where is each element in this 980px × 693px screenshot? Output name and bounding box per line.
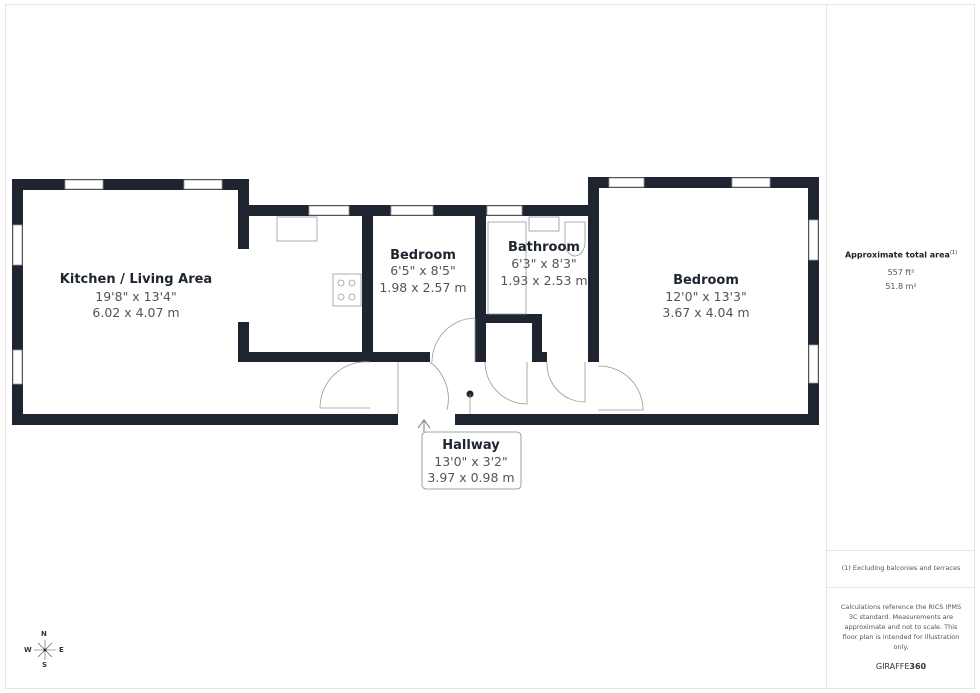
- compass-s: S: [42, 661, 48, 669]
- room-name: Hallway: [442, 438, 500, 453]
- brand-logo: GIRAFFE360: [875, 662, 927, 671]
- area-title: Approximate total area(1): [844, 250, 958, 260]
- room-imperial: 19'8" x 13'4": [95, 289, 176, 304]
- door-bedroom1: [431, 317, 476, 363]
- compass-n: N: [41, 630, 47, 638]
- divider: [827, 587, 975, 588]
- divider: [827, 550, 975, 551]
- room-metric: 6.02 x 4.07 m: [92, 305, 179, 320]
- room-name: Bathroom: [508, 240, 580, 255]
- entrance-arrow-icon: [417, 419, 431, 432]
- info-panel: Approximate total area(1) 557 ft² 51.8 m…: [826, 4, 975, 689]
- room-imperial: 12'0" x 13'3": [665, 289, 746, 304]
- page-frame: [5, 4, 975, 689]
- room-imperial: 13'0" x 3'2": [434, 454, 507, 469]
- room-name: Bedroom: [390, 248, 456, 263]
- bath-icon: [487, 221, 527, 315]
- room-metric: 1.93 x 2.53 m: [500, 273, 587, 288]
- compass-w: W: [24, 646, 32, 654]
- door-kitchen: [319, 361, 371, 409]
- toilet-icon: [564, 221, 586, 257]
- footnote: (1) Excluding balconies and terraces: [841, 564, 961, 572]
- room-name: Bedroom: [673, 273, 739, 288]
- windows: [12, 177, 819, 385]
- area-m: 51.8 m²: [885, 282, 917, 291]
- room-metric: 3.67 x 4.04 m: [662, 305, 749, 320]
- room-metric: 1.98 x 2.57 m: [379, 280, 466, 295]
- basin-icon: [528, 216, 560, 232]
- floor-plan: Kitchen / Living Area 19'8" x 13'4" 6.02…: [12, 177, 819, 490]
- room-imperial: 6'3" x 8'3": [511, 256, 577, 271]
- hob-icon: [332, 273, 362, 307]
- room-name: Kitchen / Living Area: [60, 272, 212, 287]
- area-ft: 557 ft²: [887, 268, 915, 277]
- door-hall: [397, 361, 449, 414]
- hallway-label-box: [421, 431, 522, 490]
- compass-e: E: [59, 646, 64, 654]
- sink-icon: [276, 216, 318, 242]
- door-store: [546, 361, 586, 403]
- room-metric: 3.97 x 0.98 m: [427, 470, 514, 485]
- room-imperial: 6'5" x 8'5": [390, 263, 456, 278]
- fixtures: [276, 216, 644, 414]
- disclaimer: Calculations reference the RICS IPMS 3C …: [840, 603, 962, 651]
- compass-icon: N W E S: [24, 630, 68, 670]
- door-bathroom: [484, 361, 528, 405]
- door-bedroom2: [597, 365, 644, 411]
